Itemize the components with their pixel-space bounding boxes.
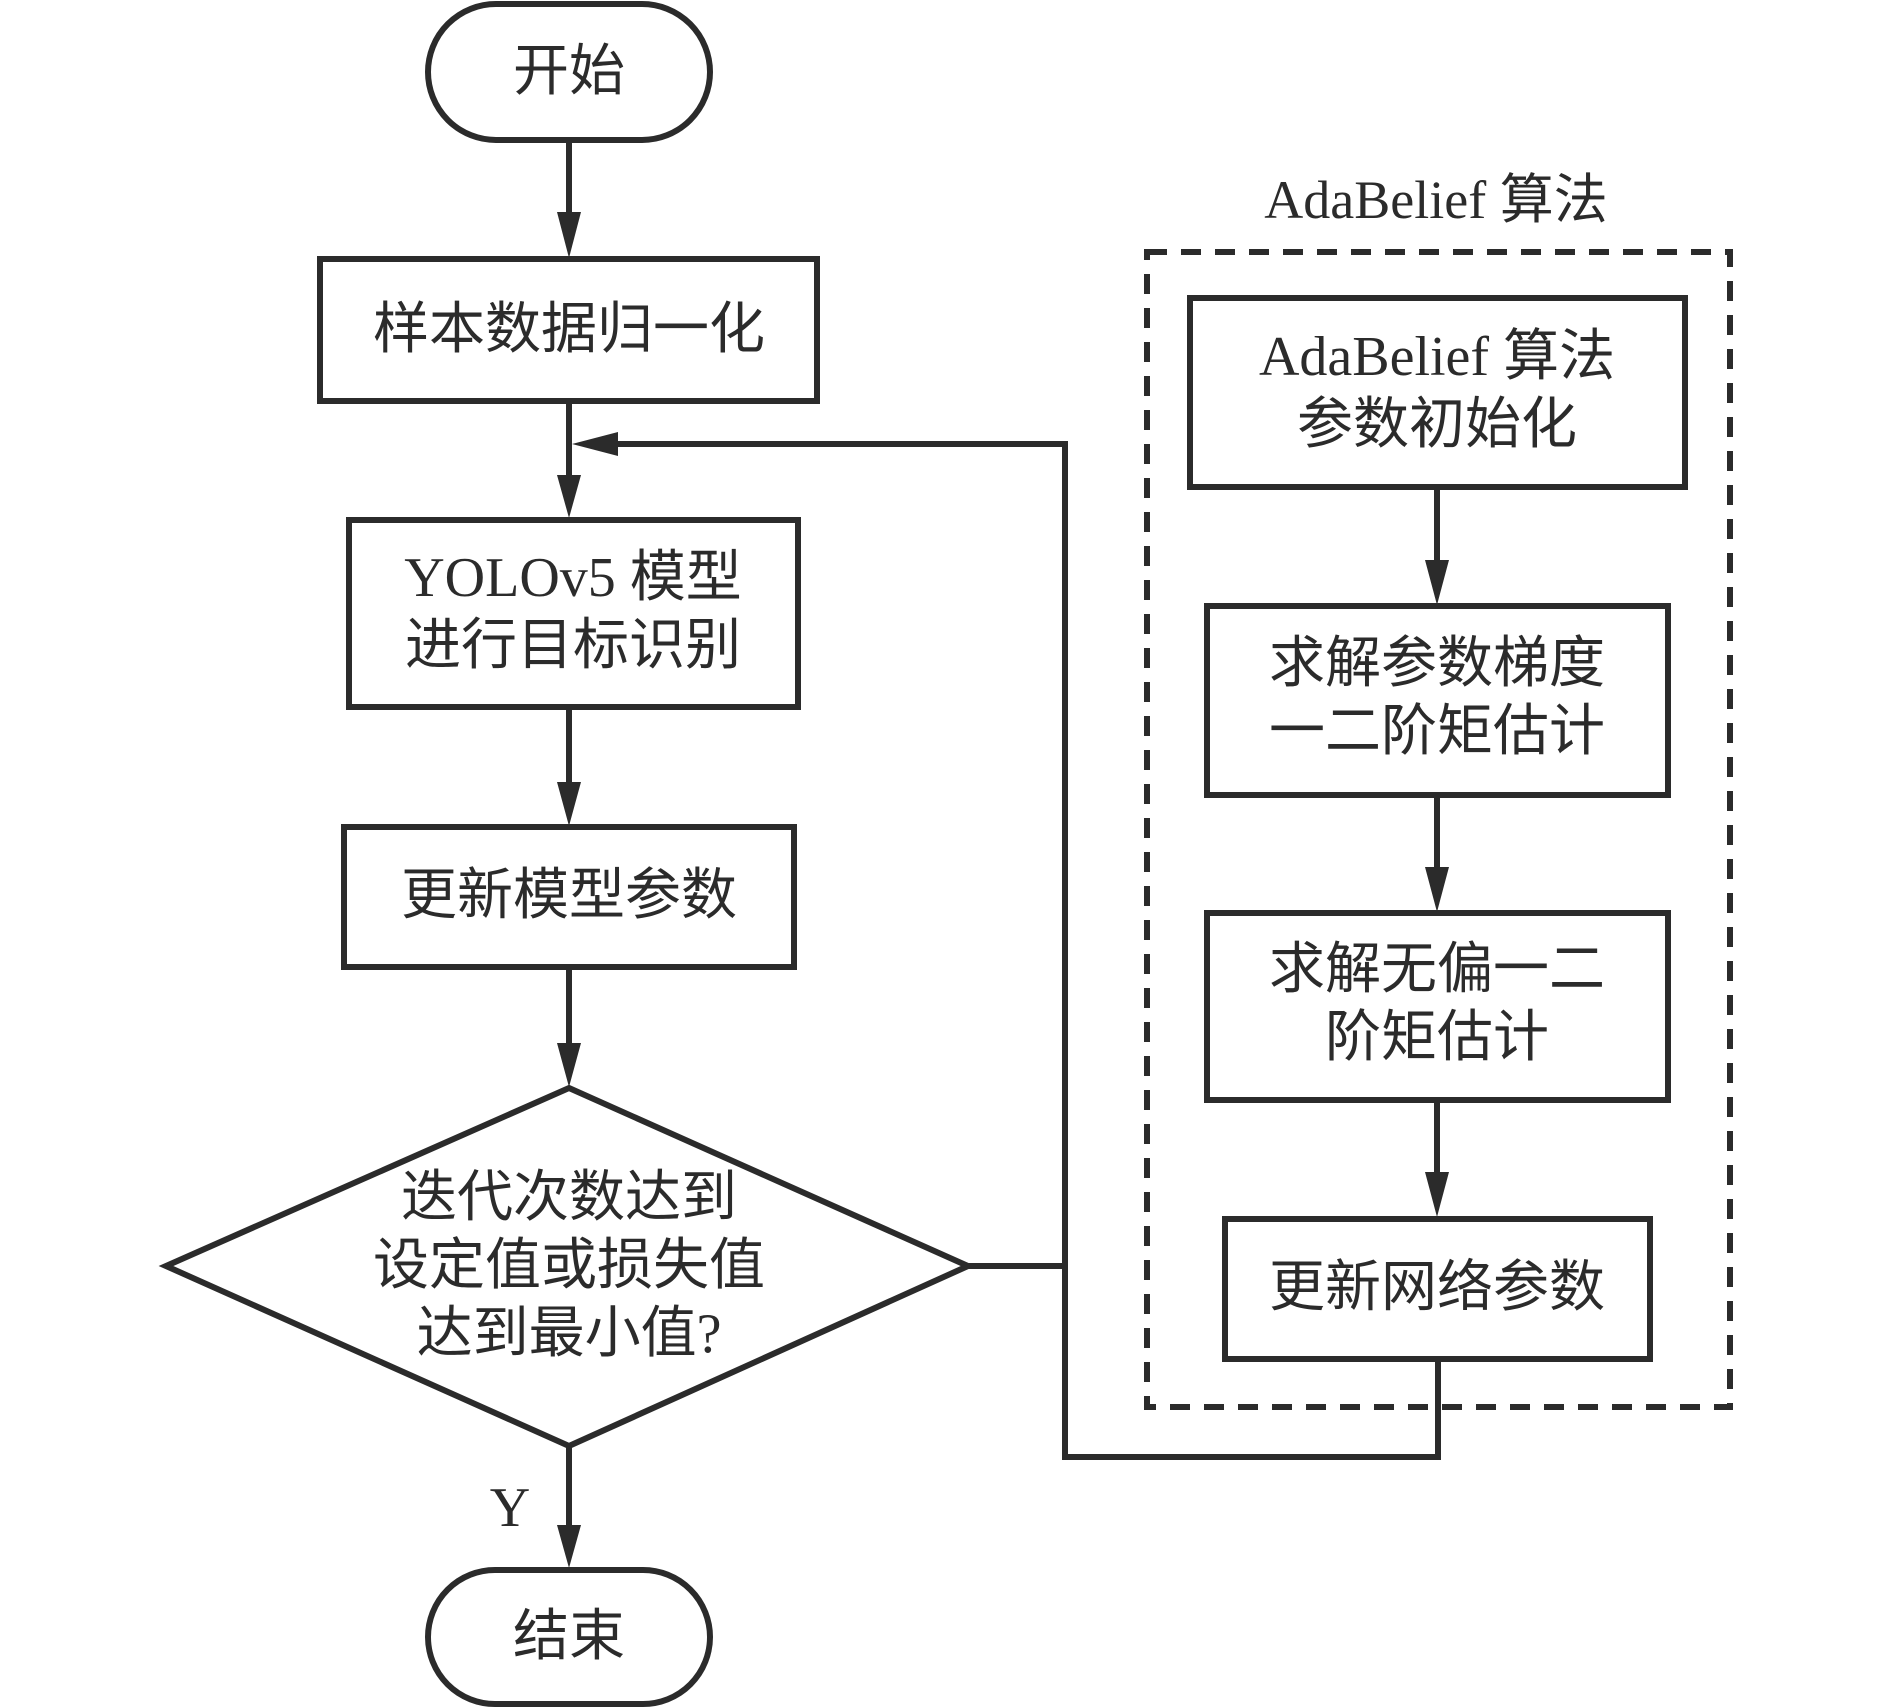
arrowhead-icon <box>557 475 581 518</box>
arrowhead-icon <box>557 1525 581 1568</box>
end-node-label: 结束 <box>513 1606 625 1668</box>
decision-label-line-1: 迭代次数达到 <box>401 1167 737 1229</box>
adabelief-group-title: AdaBelief 算法 <box>1264 170 1607 230</box>
arrowhead-icon <box>1425 560 1449 605</box>
adabelief-step-3-label-line-1: 求解无偏一二 <box>1269 939 1605 1001</box>
yes-branch-label: Y <box>490 1477 530 1539</box>
start-node: 开始 <box>425 1 713 143</box>
arrowhead-icon <box>557 212 581 258</box>
adabelief-step-1-label-line-1: AdaBelief 算法 <box>1259 326 1615 388</box>
arrowhead-icon <box>1425 1172 1449 1217</box>
adabelief-step-2-label-line-1: 求解参数梯度 <box>1269 633 1605 695</box>
adabelief-step-4-label: 更新网络参数 <box>1269 1257 1605 1319</box>
decision-node: 迭代次数达到 设定值或损失值 达到最小值? <box>158 1084 976 1450</box>
normalize-step-box <box>317 256 820 404</box>
normalize-step-label: 样本数据归一化 <box>373 299 765 361</box>
adabelief-step-3-box <box>1204 910 1671 1103</box>
yolo-step: YOLOv5 模型 进行目标识别 <box>346 517 801 710</box>
yolo-step-label-line-1: YOLOv5 模型 <box>404 547 742 609</box>
update-model-step: 更新模型参数 <box>341 824 797 970</box>
arrowhead-icon <box>557 782 581 826</box>
adabelief-step-2-label-line-2: 一二阶矩估计 <box>1269 701 1605 763</box>
adabelief-step-4: 更新网络参数 <box>1222 1216 1653 1362</box>
decision-label-line-2: 设定值或损失值 <box>373 1235 765 1297</box>
arrowhead-icon <box>557 1043 581 1087</box>
adabelief-step-2: 求解参数梯度 一二阶矩估计 <box>1204 603 1671 798</box>
adabelief-step-1: AdaBelief 算法 参数初始化 <box>1187 295 1688 490</box>
decision-label-line-3: 达到最小值? <box>417 1303 722 1365</box>
adabelief-step-3: 求解无偏一二 阶矩估计 <box>1204 910 1671 1103</box>
adabelief-step-3-label-line-2: 阶矩估计 <box>1325 1007 1549 1069</box>
adabelief-step-1-box <box>1187 295 1688 490</box>
update-model-step-label: 更新模型参数 <box>401 865 737 927</box>
yolo-step-box <box>346 517 801 710</box>
start-node-label: 开始 <box>513 41 625 103</box>
adabelief-step-4-box <box>1222 1216 1653 1362</box>
adabelief-step-1-label-line-2: 参数初始化 <box>1297 394 1577 456</box>
adabelief-group-boundary <box>1144 249 1733 1410</box>
arrowhead-icon <box>572 432 618 456</box>
yolo-step-label-line-2: 进行目标识别 <box>405 615 741 677</box>
end-node-shape <box>425 1567 713 1707</box>
update-model-step-box <box>341 824 797 970</box>
connector-adabelief-return-loop <box>615 441 1441 1460</box>
normalize-step: 样本数据归一化 <box>317 256 820 404</box>
adabelief-step-2-box <box>1204 603 1671 798</box>
arrowhead-icon <box>1425 867 1449 912</box>
end-node: 结束 <box>425 1567 713 1707</box>
